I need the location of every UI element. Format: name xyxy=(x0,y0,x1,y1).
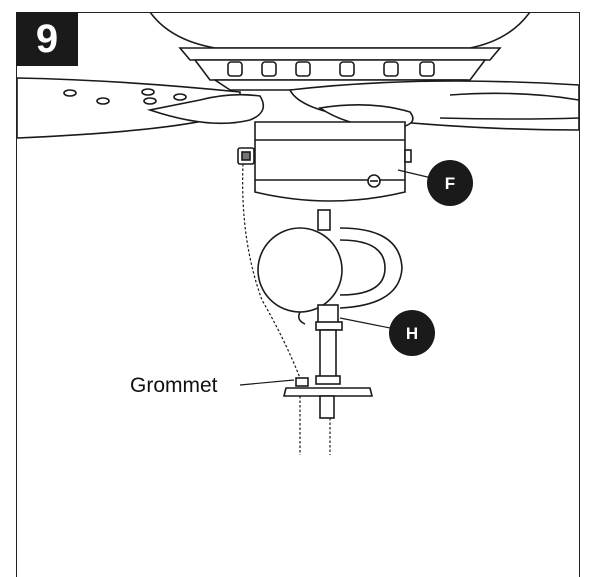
motor-housing xyxy=(149,13,531,91)
instruction-frame xyxy=(16,12,580,577)
bottom-cap xyxy=(282,375,374,419)
vent-slots xyxy=(227,61,435,77)
callout-h-label: H xyxy=(406,324,418,343)
fan-blade-right xyxy=(288,80,579,131)
callout-f-label: F xyxy=(445,174,455,193)
callout-h: H xyxy=(389,310,435,356)
callout-f: F xyxy=(427,160,473,206)
pull-chains xyxy=(242,163,331,455)
fan-blade-left xyxy=(17,77,265,139)
switch-housing xyxy=(237,121,412,202)
light-kit xyxy=(257,209,403,379)
grommet-label: Grommet xyxy=(130,374,218,397)
step-number-badge: 9 xyxy=(16,12,78,66)
